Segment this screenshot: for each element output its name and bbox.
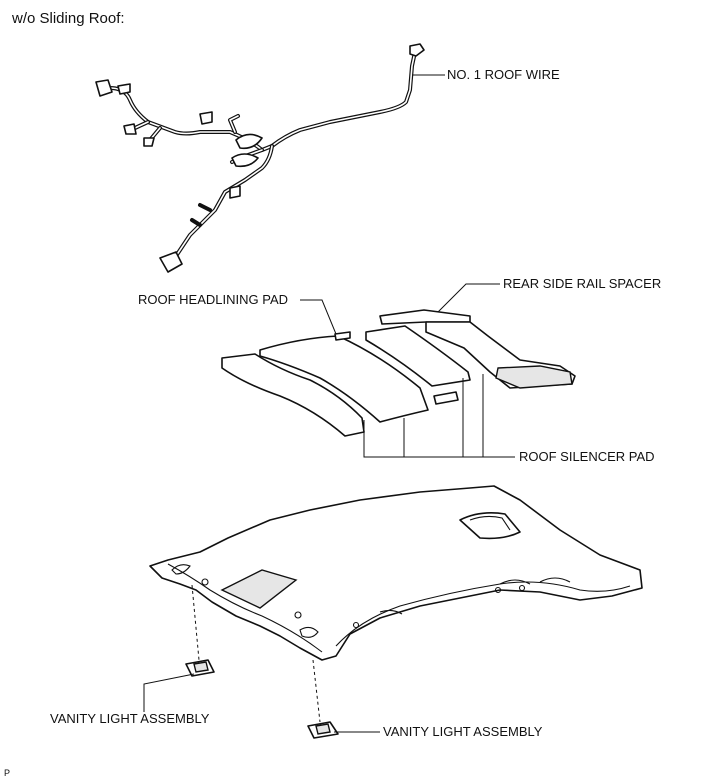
- vanity-light-right-guide: [312, 659, 321, 723]
- roof-wire-label: NO. 1 ROOF WIRE: [447, 67, 560, 82]
- headlining-pad-label: ROOF HEADLINING PAD: [138, 292, 289, 307]
- page-title: w/o Sliding Roof:: [12, 10, 125, 27]
- rear-side-rail-spacer: [379, 309, 576, 389]
- corner-mark: P: [4, 768, 11, 778]
- vanity-light-left-label: VANITY LIGHT ASSEMBLY: [50, 711, 210, 726]
- roof-headliner: [149, 485, 643, 661]
- rear-side-rail-spacer-label: REAR SIDE RAIL SPACER: [503, 276, 662, 291]
- rear-spacer-leader: [437, 283, 500, 313]
- vanity-light-right-label: VANITY LIGHT ASSEMBLY: [383, 724, 543, 739]
- roof-headlining-pad: [259, 331, 429, 423]
- roof-silencer-pads: [221, 325, 471, 437]
- silencer-pad-leader: [363, 374, 515, 458]
- vanity-light-left: [185, 659, 215, 677]
- roof-silencer-pad-label: ROOF SILENCER PAD: [519, 449, 655, 464]
- headlining-pad-leader: [300, 299, 337, 335]
- vanity-light-right: [307, 721, 339, 739]
- vanity-light-left-leader: [143, 673, 195, 712]
- vanity-light-left-guide: [191, 584, 200, 661]
- roof-wire-harness: [95, 43, 425, 273]
